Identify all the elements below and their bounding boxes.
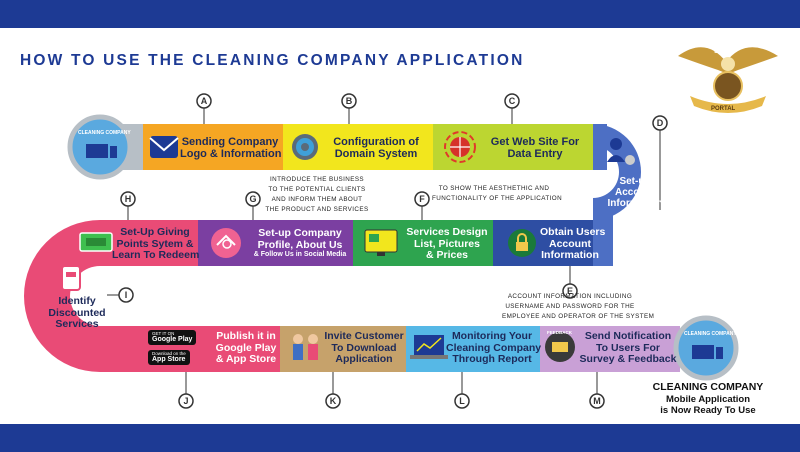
step-letter-a: A (200, 96, 208, 106)
page-title: HOW TO USE THE CLEANING COMPANY APPLICAT… (20, 52, 525, 69)
step-letter-h: H (124, 194, 132, 204)
road-segment-d (593, 124, 607, 170)
feedback-tag: FEEDBACK (547, 330, 573, 335)
step-letter-f: F (419, 194, 425, 204)
road-segment-d-lower (593, 198, 613, 266)
coupon-icon (79, 232, 113, 252)
start-badge-label: CLEANING COMPANY (78, 130, 131, 136)
smda-portal-logo (678, 47, 778, 113)
shield-lock-icon (508, 229, 536, 257)
bottom-banner (0, 424, 800, 452)
end-badge-label: CLEANING COMPANY (684, 331, 737, 337)
step-letter-i: I (124, 290, 128, 300)
step-letter-b: B (345, 96, 353, 106)
step-letter-m: M (593, 396, 601, 406)
monitor-icon (364, 229, 398, 256)
house-search-icon (211, 228, 241, 258)
envelope-icon (149, 136, 179, 158)
top-banner (0, 0, 800, 28)
step-letter-g: G (249, 194, 257, 204)
step-letter-c: C (508, 96, 516, 106)
laptop-chart-icon (410, 335, 448, 359)
step-letter-j: J (183, 396, 189, 406)
megaphone-icon (545, 332, 575, 362)
devices-icon (86, 144, 117, 158)
step-letter-l: L (459, 396, 465, 406)
logo-text-top: SMDA (714, 48, 735, 55)
people-icon (293, 334, 318, 360)
step-letter-d: D (656, 118, 664, 128)
road-segment-i-curve (24, 220, 100, 372)
step-letter-k: K (329, 396, 337, 406)
road-segment-i (100, 326, 140, 372)
globe-icon (444, 131, 476, 163)
sale-tag-icon (61, 265, 81, 291)
devices-icon (692, 345, 723, 359)
road-segment-h (100, 220, 198, 266)
step-letter-e: E (566, 286, 573, 296)
user-gear-icon (607, 138, 635, 165)
logo-text-bottom: PORTAL (711, 106, 736, 112)
gear-icon (292, 134, 318, 160)
